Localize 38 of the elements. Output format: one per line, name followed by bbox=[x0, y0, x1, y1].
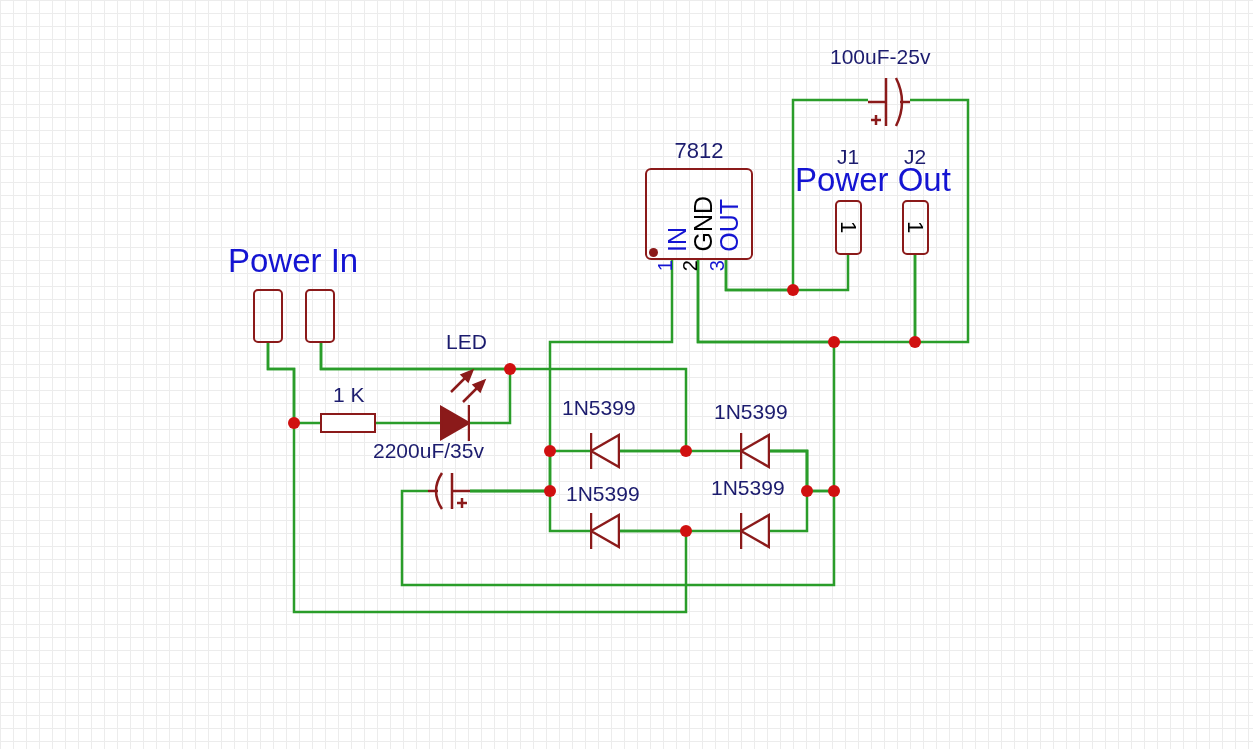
pin-number: 1 bbox=[904, 221, 926, 234]
diode-symbol bbox=[740, 433, 770, 469]
wire bbox=[376, 421, 440, 425]
net-label: Power Out bbox=[795, 163, 951, 196]
terminal-pad bbox=[305, 289, 335, 343]
pin-number: 1 bbox=[655, 260, 675, 272]
wire bbox=[910, 98, 970, 344]
component-value: 1N5399 bbox=[566, 483, 640, 504]
capacitor-symbol bbox=[428, 471, 470, 511]
wire bbox=[724, 98, 868, 292]
wire bbox=[620, 529, 740, 533]
part-label: 7812 bbox=[674, 140, 724, 165]
pin-label: OUT bbox=[717, 199, 742, 252]
component-value: 100uF-25v bbox=[830, 46, 931, 67]
pin-number: 3 bbox=[707, 260, 727, 272]
component-value: LED bbox=[446, 331, 487, 352]
component-value: 1N5399 bbox=[562, 397, 636, 418]
wire bbox=[470, 260, 674, 493]
led-symbol bbox=[440, 405, 470, 441]
component-value: 1N5399 bbox=[714, 401, 788, 422]
wire bbox=[266, 343, 688, 614]
voltage-regulator bbox=[645, 140, 753, 260]
component-value: 2200uF/35v bbox=[373, 440, 484, 461]
diode-symbol bbox=[740, 513, 770, 549]
pin-label: IN bbox=[665, 227, 690, 252]
wire bbox=[696, 260, 836, 493]
diode-symbol bbox=[590, 433, 620, 469]
component-value: 1 K bbox=[333, 384, 365, 405]
pin-number: 1 bbox=[837, 221, 859, 234]
capacitor-symbol bbox=[868, 76, 910, 128]
pin-number: 2 bbox=[680, 260, 700, 272]
wire bbox=[620, 449, 740, 453]
terminal-pad bbox=[253, 289, 283, 343]
diode-symbol bbox=[590, 513, 620, 549]
component-value: 1N5399 bbox=[711, 477, 785, 498]
resistor-symbol bbox=[320, 413, 376, 433]
pin-label: GND bbox=[691, 196, 716, 252]
net-label: Power In bbox=[228, 244, 359, 277]
